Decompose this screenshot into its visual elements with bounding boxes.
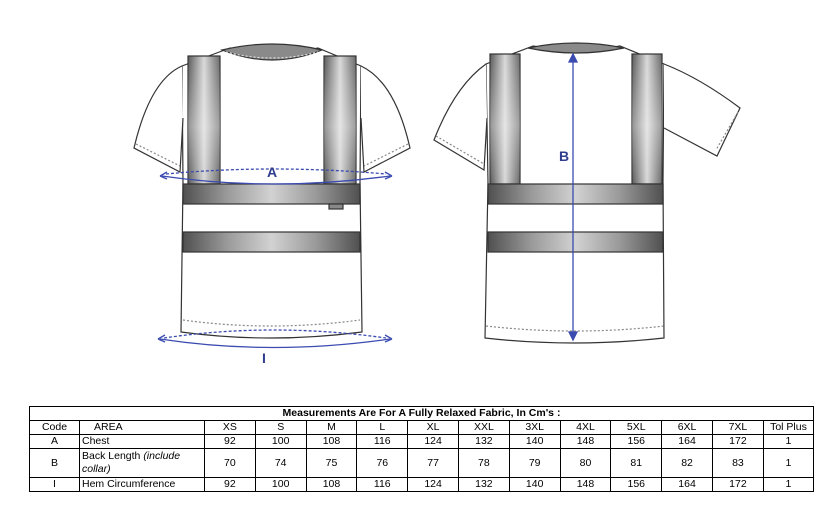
header-cell: 7XL	[711, 420, 764, 435]
table-row: I Hem Circumference 92 100 108 116 124 1…	[29, 477, 815, 492]
row-code: B	[29, 448, 80, 478]
back-collar	[527, 42, 625, 54]
back-band-lower	[487, 231, 664, 253]
row-value: 172	[711, 434, 764, 449]
row-value: 80	[559, 448, 612, 478]
front-right-sleeve	[360, 65, 411, 173]
front-band-lower	[182, 231, 361, 253]
header-cell: AREA	[79, 420, 205, 435]
label-b: B	[559, 148, 570, 164]
row-value: 148	[559, 434, 612, 449]
back-band-upper	[487, 183, 664, 205]
header-cell: 3XL	[508, 420, 561, 435]
header-cell: XXL	[457, 420, 510, 435]
label-a: A	[267, 164, 278, 180]
label-i: I	[262, 350, 266, 366]
row-value: 172	[711, 477, 764, 492]
row-area-cell: Back Length (include collar)	[79, 448, 205, 478]
row-value: 108	[305, 434, 358, 449]
row-value: 81	[610, 448, 663, 478]
row-value: 132	[457, 477, 510, 492]
row-value: 116	[356, 477, 409, 492]
row-value: 74	[254, 448, 307, 478]
row-area-note: (include collar)	[82, 450, 181, 475]
front-band-upper	[182, 183, 361, 205]
row-area: Back Length	[82, 450, 141, 462]
table-header-row: Code AREA XS S M L XL XXL 3XL 4XL 5XL 6X…	[29, 420, 815, 435]
row-value: 100	[254, 434, 307, 449]
header-cell: 6XL	[661, 420, 713, 435]
row-value: 156	[610, 434, 663, 449]
row-value: 164	[661, 434, 713, 449]
row-value: 75	[305, 448, 358, 478]
table-row: A Chest 92 100 108 116 124 132 140 148 1…	[29, 434, 815, 449]
table-row: B Back Length (include collar) 70 74 75 …	[29, 448, 815, 478]
row-value: 76	[356, 448, 409, 478]
row-value: 1	[762, 448, 815, 478]
row-code: I	[29, 477, 80, 492]
header-cell: XL	[407, 420, 459, 435]
row-code: A	[29, 434, 80, 449]
row-value: 79	[508, 448, 561, 478]
garment-technical-drawing	[133, 42, 741, 349]
table-title: Measurements Are For A Fully Relaxed Fab…	[29, 406, 814, 421]
row-area: Hem Circumference	[79, 477, 205, 492]
row-value: 156	[610, 477, 663, 492]
front-left-sleeve	[133, 65, 184, 173]
header-cell: M	[305, 420, 358, 435]
row-value: 140	[508, 477, 561, 492]
row-value: 108	[305, 477, 358, 492]
header-cell: 4XL	[559, 420, 612, 435]
row-value: 83	[711, 448, 764, 478]
header-cell: L	[356, 420, 409, 435]
row-value: 92	[204, 477, 256, 492]
back-left-sleeve	[433, 63, 488, 172]
row-value: 100	[254, 477, 307, 492]
row-value: 78	[457, 448, 510, 478]
row-value: 140	[508, 434, 561, 449]
row-value: 92	[204, 434, 256, 449]
row-value: 1	[762, 434, 815, 449]
row-value: 82	[661, 448, 713, 478]
row-value: 132	[457, 434, 510, 449]
row-area: Chest	[79, 434, 205, 449]
row-value: 1	[762, 477, 815, 492]
row-value: 70	[204, 448, 256, 478]
measure-chest-line	[159, 168, 393, 185]
row-value: 164	[661, 477, 713, 492]
front-label-tab	[328, 203, 344, 210]
back-right-sleeve	[663, 63, 741, 157]
header-cell: 5XL	[610, 420, 663, 435]
header-cell: Tol Plus	[762, 420, 815, 435]
row-value: 77	[407, 448, 459, 478]
header-cell: XS	[204, 420, 256, 435]
measure-back-length-line	[567, 52, 579, 342]
measure-hem-line	[157, 329, 393, 349]
back-view	[433, 42, 741, 344]
row-value: 124	[407, 477, 459, 492]
row-value: 116	[356, 434, 409, 449]
header-cell: Code	[29, 420, 80, 435]
front-view	[133, 43, 411, 339]
row-value: 124	[407, 434, 459, 449]
header-cell: S	[254, 420, 307, 435]
row-value: 148	[559, 477, 612, 492]
table-title-row: Measurements Are For A Fully Relaxed Fab…	[29, 406, 814, 421]
measurements-table: Measurements Are For A Fully Relaxed Fab…	[29, 406, 815, 492]
